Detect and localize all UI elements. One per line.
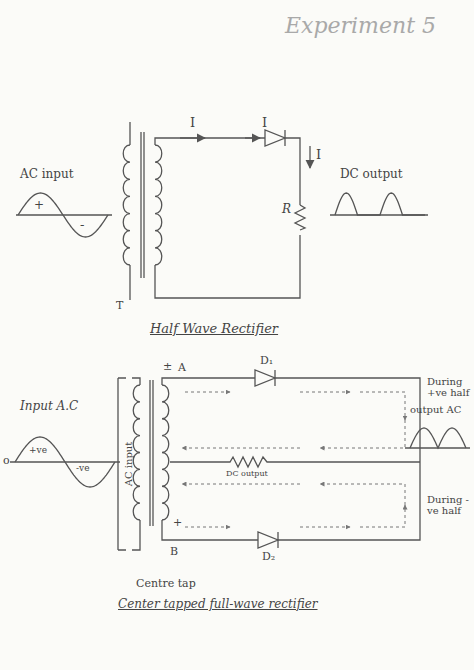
part-label: Centre tap [136, 578, 196, 590]
terminal-label: T [116, 300, 123, 312]
resistor-symbol [295, 205, 305, 230]
output-label: DC output [340, 168, 403, 181]
circuit-wire [162, 378, 420, 540]
phase-note: During +ve half [427, 376, 470, 398]
current-path [360, 392, 405, 420]
input-waveform [15, 437, 115, 487]
input-label: AC input [123, 442, 134, 487]
current-path [185, 392, 230, 393]
secondary-coil [155, 145, 162, 265]
output-label: DC output [226, 470, 268, 479]
current-label: I [316, 148, 321, 162]
output-waveform [335, 193, 425, 215]
transformer-core [140, 132, 141, 278]
input-waveform [18, 193, 108, 237]
output-waveform [410, 428, 466, 448]
current-label: I [190, 116, 195, 130]
secondary-coil [162, 385, 169, 520]
primary-lead [129, 122, 130, 300]
terminal-label: B [170, 546, 178, 558]
output-label: output AC [410, 404, 461, 415]
origin-label: o [3, 455, 10, 467]
current-arrow [245, 137, 260, 138]
diode-symbol [255, 370, 275, 386]
current-path [182, 484, 300, 485]
primary-coil [123, 145, 130, 265]
circuit-wire [155, 138, 300, 298]
diagram-caption: Center tapped full-wave rectifier [118, 598, 318, 611]
diode-symbol [258, 532, 278, 548]
transformer-core [149, 380, 150, 526]
page-title: Experiment 5 [285, 14, 436, 38]
polarity-sign: ± [163, 361, 172, 373]
half-label: +ve [29, 446, 47, 456]
current-path [185, 527, 230, 528]
diagram-caption: Half Wave Rectifier [150, 322, 278, 336]
polarity-sign: + [34, 199, 44, 212]
transformer-core [152, 380, 153, 526]
centre-tap-wire [170, 457, 420, 467]
phase-note: During -ve half [427, 494, 470, 516]
diode-label: D₂ [262, 551, 275, 563]
input-label: Input A.C [20, 400, 78, 413]
transformer-core [143, 132, 144, 278]
diode-symbol [265, 130, 285, 146]
current-path [360, 505, 405, 527]
current-arrow [309, 146, 310, 168]
resistor-label: R [282, 203, 291, 216]
current-path [300, 392, 350, 393]
current-label: I [262, 116, 267, 130]
current-path [320, 420, 405, 448]
diode-label: D₁ [260, 355, 273, 367]
input-label: AC input [20, 168, 73, 181]
current-path [300, 527, 350, 528]
current-path [182, 448, 300, 449]
current-path [320, 484, 405, 505]
polarity-sign: + [173, 517, 182, 529]
primary-coil [133, 385, 140, 520]
polarity-sign: - [80, 218, 84, 232]
terminal-label: A [178, 362, 186, 374]
current-arrow [180, 137, 205, 138]
half-label: -ve [76, 464, 89, 474]
